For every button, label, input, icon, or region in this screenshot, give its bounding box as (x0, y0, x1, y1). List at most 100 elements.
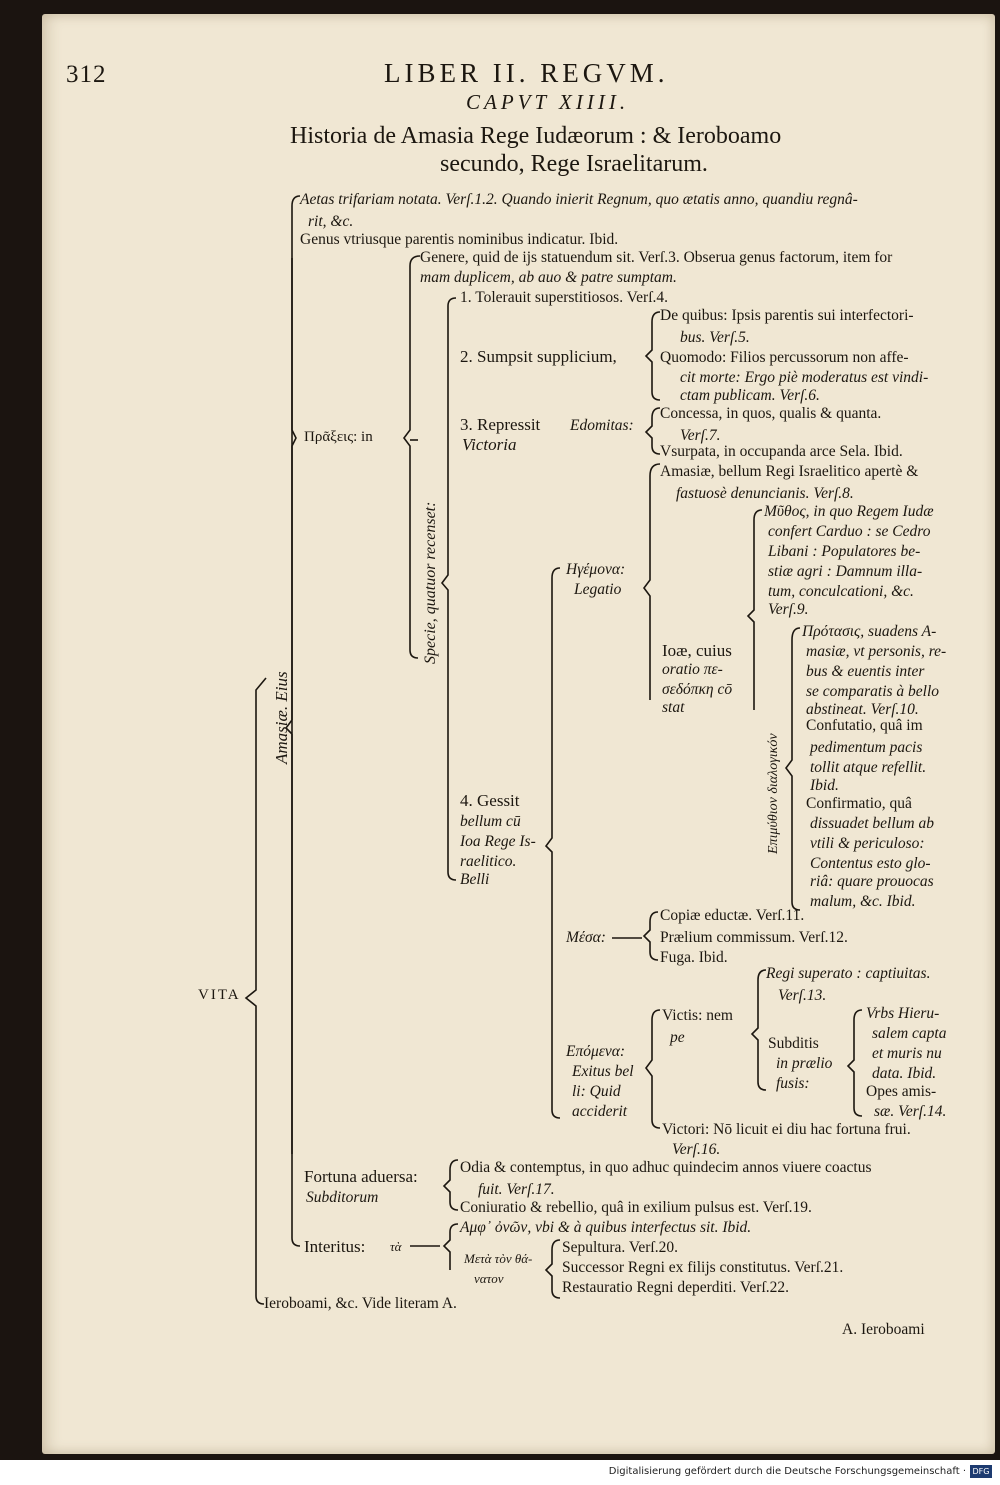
item-4-d: raelitico. (460, 853, 517, 870)
footer-bar: Digitalisierung gefördert durch die Deut… (0, 1460, 1000, 1485)
item-4-e: Belli (460, 871, 490, 888)
de-quibus-2: bus. Verſ.5. (680, 329, 750, 346)
amphi: Αμφ᾽ ὀνῶν, vbi & à quibus interfectus si… (460, 1219, 752, 1236)
concessa-1: Concessa, in quos, qualis & quanta. (660, 405, 882, 422)
vrbs-3: et muris nu (872, 1045, 942, 1062)
vsurpata: Vsurpata, in occupanda arce Sela. Ibid. (660, 443, 903, 460)
meta-1: Μετὰ τὸν θά- (464, 1251, 533, 1266)
protasis-2: masiæ, vt personis, re- (806, 643, 947, 660)
exitus-3: acciderit (572, 1103, 628, 1120)
ieroboami-line: Ieroboami, &c. Vide literam A. (264, 1295, 457, 1312)
odia-2: fuit. Verſ.17. (478, 1181, 555, 1198)
confutatio-1: Confutatio, quâ im (806, 717, 923, 734)
victori-2: Verſ.16. (672, 1141, 721, 1158)
mythos-3: Libani : Populatores be- (768, 543, 921, 560)
sepultura: Sepultura. Verſ.20. (562, 1239, 678, 1256)
confirmatio-2: dissuadet bellum ab (810, 815, 934, 832)
mythos-4: stiæ agri : Damnum illa- (768, 563, 923, 580)
fortuna-2: Subditorum (306, 1189, 379, 1206)
ioas-3: σεδόπκη cō (662, 681, 733, 698)
victis-1: Victis: nem (662, 1007, 733, 1024)
protasis-4: se comparatis à bello (806, 683, 940, 700)
odia-1: Odia & contemptus, in quo adhuc quindeci… (460, 1159, 872, 1176)
item-4-a: 4. Gessit (460, 791, 520, 810)
praelium: Prælium commissum. Verſ.12. (660, 929, 848, 946)
mythos-1: Μῦθος, in quo Regem Iudæ (764, 503, 934, 520)
legatio-label: Legatio (574, 581, 622, 598)
praxeis-label: Πρᾶξεις: in (304, 429, 373, 445)
concessa-2: Verſ.7. (680, 427, 721, 444)
successor: Successor Regni ex filijs constitutus. V… (562, 1259, 844, 1276)
hegemona-label: Ηγέμονα: (566, 561, 626, 578)
item-3-b: Victoria (462, 435, 517, 454)
book-page (42, 14, 995, 1454)
vita-label: VITA (198, 987, 241, 1003)
vrbs-2: salem capta (872, 1025, 947, 1042)
protasis-5: abstineat. Verſ.10. (806, 701, 919, 718)
amasiae-bellum-2: fastuosè denuncianis. Verſ.8. (676, 485, 854, 502)
exitus-1: Exitus bel (572, 1063, 634, 1080)
confutatio-4: Ibid. (810, 777, 839, 794)
copiae: Copiæ eductæ. Verſ.11. (660, 907, 805, 924)
victis-2: pe (670, 1029, 685, 1046)
mesa-label: Μέσα: (566, 929, 606, 946)
ioas-2: oratio πε- (662, 661, 723, 678)
coniuratio: Coniuratio & rebellio, quâ in exilium pu… (460, 1199, 812, 1216)
de-quibus-1: De quibus: Ipsis parentis sui interfecto… (660, 307, 914, 324)
opes-2: sæ. Verſ.14. (874, 1103, 947, 1120)
specie-label: Specie, quatuor recenset: (422, 501, 439, 664)
subditis-3: fusis: (776, 1075, 810, 1092)
mythos-5: tum, conculcationi, &c. (768, 583, 914, 600)
title-line-1: Historia de Amasia Rege Iudæorum : & Ier… (290, 123, 782, 149)
quomodo-1: Quomodo: Filios percussorum non affe- (660, 349, 909, 366)
confirmatio-5: riâ: quare prouocas (810, 873, 934, 890)
confutatio-2: pedimentum pacis (810, 739, 923, 756)
confirmatio-1: Confirmatio, quâ (806, 795, 912, 812)
genere-line-1: Genere, quid de ijs statuendum sit. Verſ… (420, 249, 893, 266)
epomena-label: Επόμενα: (566, 1043, 626, 1060)
genus-line: Genus vtriusque parentis nominibus indic… (300, 231, 619, 248)
confirmatio-3: vtili & periculoso: (810, 835, 925, 852)
dfg-logo-icon: DFG (970, 1465, 992, 1478)
item-2: 2. Sumpsit supplicium, (460, 347, 617, 366)
amasiae-label: Amasiæ. Eius (272, 671, 291, 764)
catchword: A. Ieroboami (842, 1321, 925, 1338)
epimythion-label: Επιμύθιον διαλογικόν (766, 733, 781, 854)
regi-superato-2: Verſ.13. (778, 987, 827, 1004)
genere-line-2: mam duplicem, ab auo & patre sumptam. (420, 269, 677, 286)
confirmatio-6: malum, &c. Ibid. (810, 893, 916, 910)
item-3-a: 3. Repressit (460, 415, 541, 434)
page-number: 312 (66, 61, 107, 88)
vrbs-1: Vrbs Hieru- (866, 1005, 940, 1022)
mythos-2: confert Carduo : se Cedro (768, 523, 931, 540)
subditis-1: Subditis (768, 1035, 819, 1052)
item-1: 1. Tolerauit superstitiosos. Verſ.4. (460, 289, 669, 306)
subditis-2: in prælio (776, 1055, 833, 1072)
quomodo-3: ctam publicam. Verſ.6. (680, 387, 820, 404)
confirmatio-4: Contentus esto glo- (810, 855, 931, 872)
mythos-6: Verſ.9. (768, 601, 809, 618)
victori-1: Victori: Nō licuit ei diu hac fortuna fr… (662, 1121, 911, 1138)
item-4-c: Ioa Rege Is- (460, 833, 536, 850)
chapter-heading: CAPVT XIIII. (466, 90, 630, 114)
footer-credit: Digitalisierung gefördert durch die Deut… (608, 1466, 966, 1477)
interitus-label: Interitus: (304, 1237, 366, 1256)
protasis-1: Πρότασις, suadens A- (802, 623, 937, 640)
fuga: Fuga. Ibid. (660, 949, 728, 966)
meta-2: νατον (474, 1271, 504, 1286)
running-title: LIBER II. REGVM. (384, 58, 669, 88)
regi-superato-1: Regi superato : captiuitas. (766, 965, 931, 982)
ioas-4: stat (662, 699, 685, 716)
quomodo-2: cit morte: Ergo piè moderatus est vindi- (680, 369, 929, 386)
amasiae-bellum-1: Amasiæ, bellum Regi Israelitico apertè & (660, 463, 919, 480)
vrbs-4: data. Ibid. (872, 1065, 937, 1082)
exitus-2: li: Quid (572, 1083, 621, 1100)
protasis-3: bus & euentis inter (806, 663, 925, 680)
fortuna-1: Fortuna aduersa: (304, 1167, 418, 1186)
interitus-greek: τὰ (390, 1239, 402, 1254)
title-line-2: secundo, Rege Israelitarum. (440, 151, 708, 177)
restauratio: Restauratio Regni deperditi. Verſ.22. (562, 1279, 789, 1296)
edomitas-label: Edomitas: (570, 417, 634, 434)
aetas-line-2: rit, &c. (308, 213, 354, 230)
opes-1: Opes amis- (866, 1083, 937, 1100)
